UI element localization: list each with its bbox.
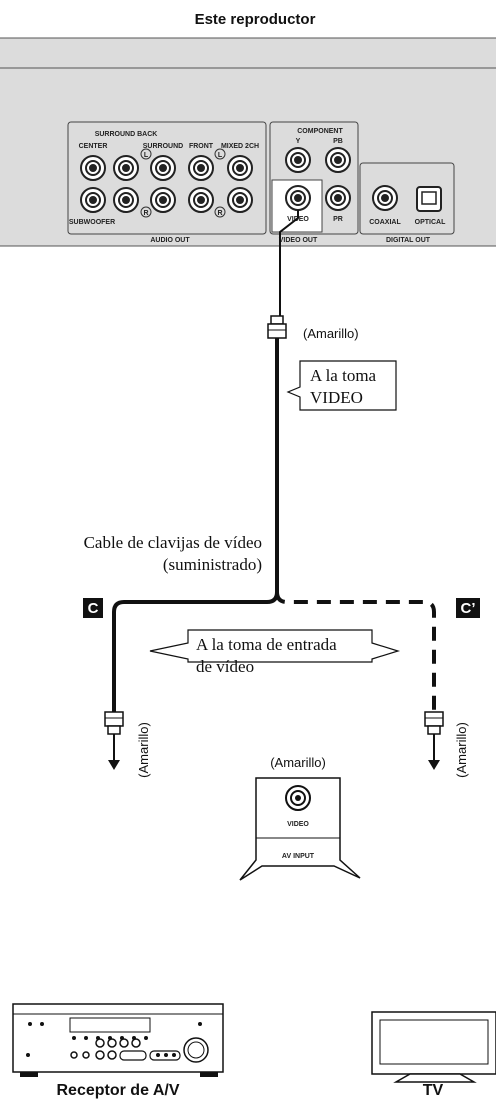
top-plug-color: (Amarillo) xyxy=(303,326,359,341)
player-rear-panel: CENTER SURROUND BACK SURROUND FRONT MIXE… xyxy=(0,37,496,247)
pb-label: PB xyxy=(333,138,343,145)
video-jack-label: VIDEO xyxy=(287,216,309,223)
surround-back-label: SURROUND BACK xyxy=(95,131,158,138)
svg-text:de vídeo: de vídeo xyxy=(196,657,254,676)
top-rca-plug xyxy=(267,315,287,339)
optical-label: OPTICAL xyxy=(415,219,446,226)
coaxial-label: COAXIAL xyxy=(369,219,401,226)
av-receiver-icon xyxy=(12,1003,224,1077)
digital-out-label: DIGITAL OUT xyxy=(386,237,431,244)
y-label: Y xyxy=(296,138,301,145)
pr-label: PR xyxy=(333,216,343,223)
mixed-2ch-label: MIXED 2CH xyxy=(221,143,259,150)
left-channel-markers: L L xyxy=(140,148,226,160)
svg-text:L: L xyxy=(218,152,223,159)
video-cable xyxy=(112,210,436,712)
cable-name: Cable de clavijas de vídeo xyxy=(84,533,262,552)
svg-text:A la toma: A la toma xyxy=(310,366,377,385)
page-title: Este reproductor xyxy=(195,11,316,28)
front-label: FRONT xyxy=(189,143,214,150)
tv-rca-plug xyxy=(424,711,444,770)
badge-c: C xyxy=(83,598,103,618)
audio-out-label: AUDIO OUT xyxy=(150,237,190,244)
tv-icon xyxy=(371,1011,496,1083)
audio-jacks xyxy=(80,155,253,213)
svg-text:L: L xyxy=(144,152,149,159)
svg-text:R: R xyxy=(217,210,222,217)
input-callout: A la toma de entrada de vídeo xyxy=(149,629,401,676)
video-out-label: VIDEO OUT xyxy=(279,237,318,244)
surround-label: SURROUND xyxy=(143,143,183,150)
tv-label: TV xyxy=(423,1082,444,1099)
svg-text:VIDEO: VIDEO xyxy=(310,388,363,407)
cable-supplied-note: (suministrado) xyxy=(163,555,262,574)
video-callout: A la toma VIDEO xyxy=(286,360,397,411)
svg-text:A la toma de entrada: A la toma de entrada xyxy=(196,635,337,654)
component-label: COMPONENT xyxy=(297,128,343,135)
av-input-callout: VIDEO AV INPUT xyxy=(239,777,361,881)
center-label: CENTER xyxy=(79,143,108,150)
svg-text:R: R xyxy=(143,210,148,217)
coaxial-jack xyxy=(372,185,398,211)
right-channel-markers: R R xyxy=(140,206,226,218)
optical-jack xyxy=(416,186,442,212)
av-input-color: (Amarillo) xyxy=(270,755,326,770)
svg-text:C’: C’ xyxy=(461,600,476,617)
av-input-video-label: VIDEO xyxy=(287,821,309,828)
receiver-label: Receptor de A/V xyxy=(57,1082,180,1099)
receiver-plug-color: (Amarillo) xyxy=(136,722,151,778)
component-jacks xyxy=(285,147,351,211)
subwoofer-label: SUBWOOFER xyxy=(69,219,115,226)
av-input-label: AV INPUT xyxy=(282,853,315,860)
svg-text:C: C xyxy=(88,600,99,617)
video-out-jack xyxy=(285,185,311,211)
receiver-rca-plug xyxy=(104,711,124,770)
tv-plug-color: (Amarillo) xyxy=(454,722,469,778)
badge-c-prime: C’ xyxy=(456,598,480,618)
